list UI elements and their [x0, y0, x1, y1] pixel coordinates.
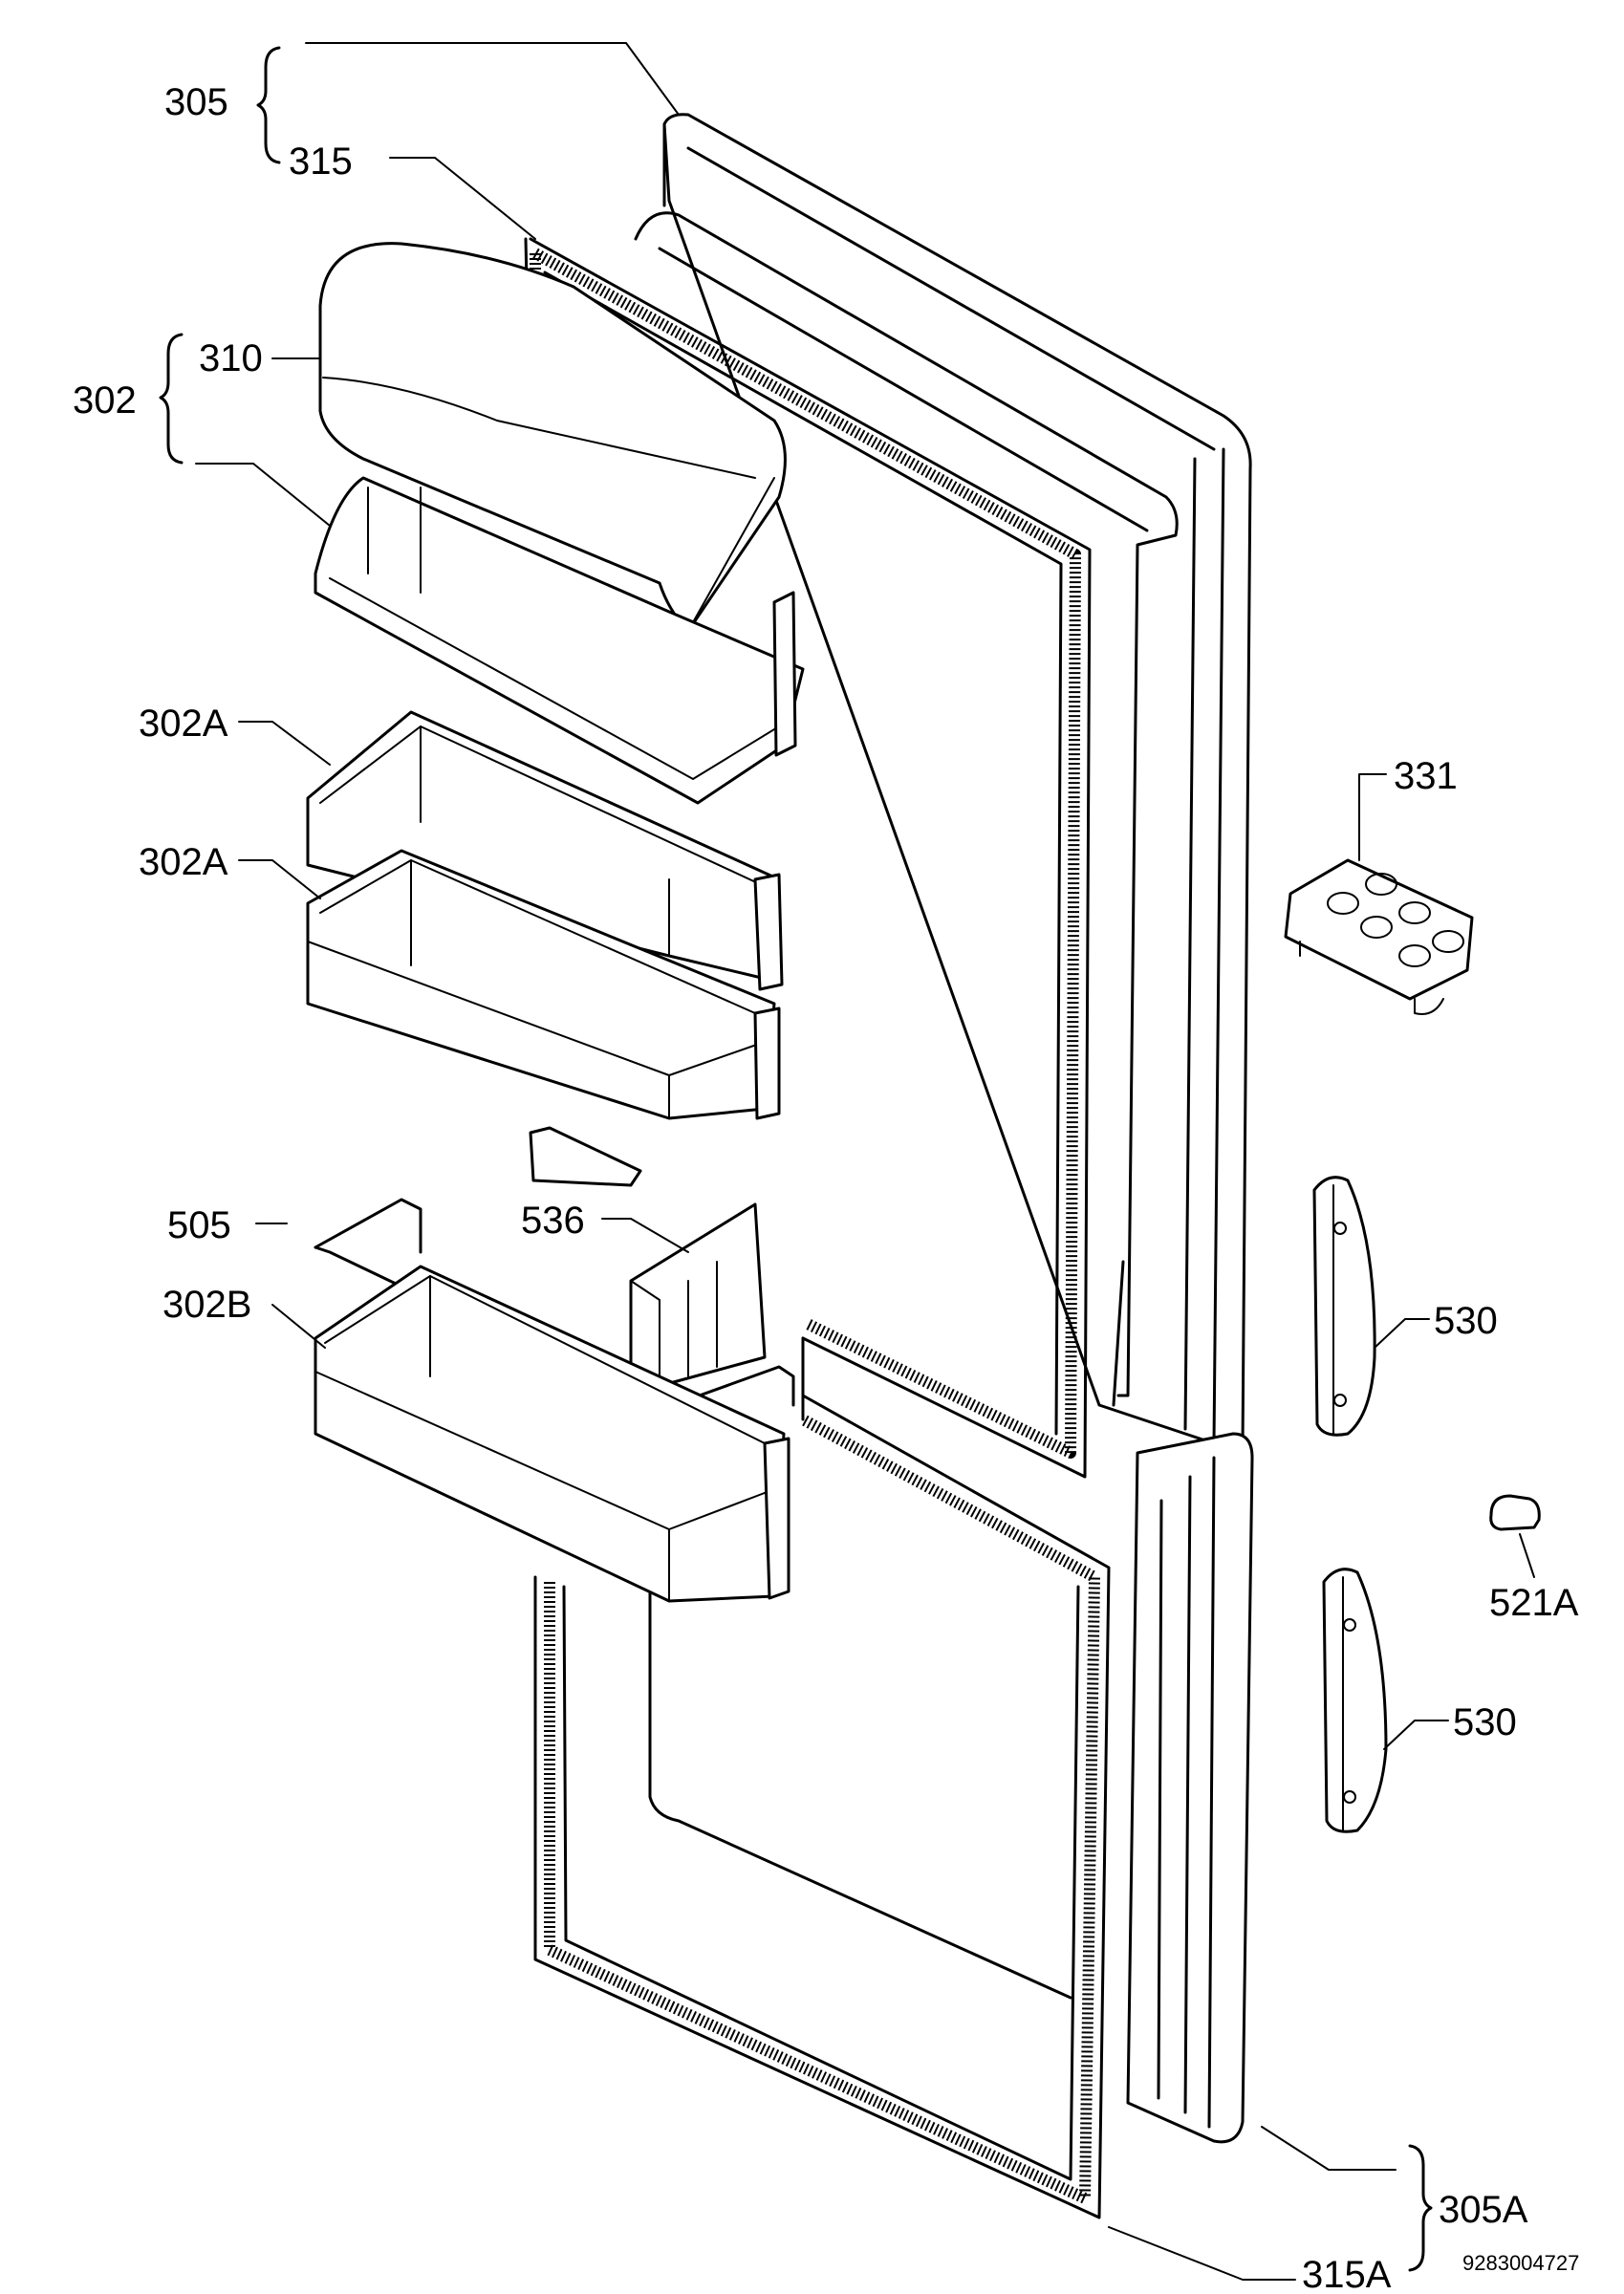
- part-labels: 305 315 310 302 302A 302A 505 536 302B 3…: [73, 81, 1579, 2294]
- brace-305a-315a: [1408, 2144, 1433, 2272]
- lower-door-gasket: [533, 1336, 1111, 2219]
- lower-door-panel: [643, 1432, 1254, 2144]
- label-530-upper: 530: [1434, 1300, 1498, 1342]
- shelf-support-piece: [529, 1126, 642, 1187]
- brace-302: [159, 333, 184, 465]
- label-521a: 521A: [1489, 1582, 1579, 1624]
- door-shelf-302a-lower: [306, 849, 781, 1120]
- label-310: 310: [199, 337, 263, 379]
- label-305: 305: [164, 81, 228, 123]
- label-302: 302: [73, 379, 137, 422]
- label-302a-upper: 302A: [139, 703, 228, 745]
- dairy-compartment: [314, 242, 805, 805]
- label-536: 536: [521, 1200, 585, 1242]
- egg-tray-331: [1284, 858, 1474, 1015]
- upper-door-panel: [634, 113, 1252, 1450]
- brace-305-315: [256, 46, 281, 164]
- label-331: 331: [1394, 755, 1458, 797]
- bottle-divider-536: [629, 1202, 767, 1388]
- label-505: 505: [167, 1204, 231, 1246]
- label-315: 315: [289, 141, 353, 183]
- label-315a: 315A: [1302, 2254, 1392, 2294]
- label-302b: 302B: [162, 1284, 251, 1326]
- label-305a: 305A: [1439, 2189, 1528, 2231]
- drawing-number: 9283004727: [1462, 2251, 1579, 2275]
- leader-lines: [195, 42, 1535, 2281]
- hinge-cap-521a: [1489, 1494, 1541, 1531]
- door-handle-530-upper: [1312, 1176, 1376, 1437]
- bottle-shelf-302b: [314, 1265, 790, 1603]
- label-302a-lower: 302A: [139, 841, 228, 883]
- door-handle-530-lower: [1322, 1568, 1388, 1833]
- label-530-lower: 530: [1453, 1701, 1517, 1743]
- door-shelf-302a-upper: [306, 710, 784, 991]
- bottle-retainer-505: [314, 1198, 795, 1412]
